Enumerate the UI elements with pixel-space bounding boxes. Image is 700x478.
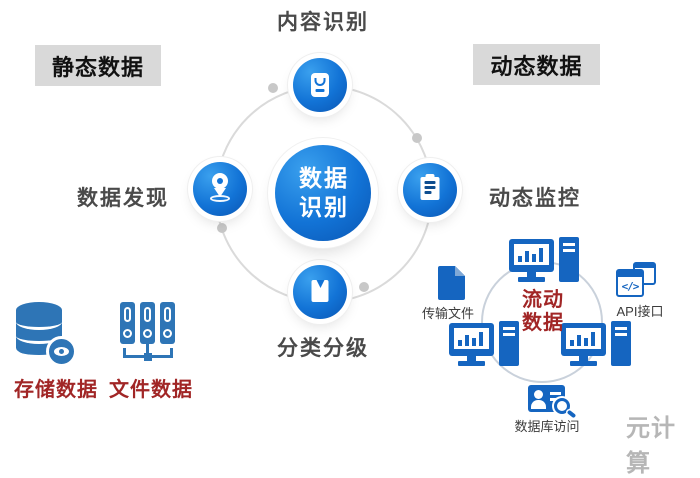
static-data-banner: 静态数据 (35, 45, 161, 86)
node-classification (293, 265, 347, 319)
db-access-label: 数据库访问 (514, 419, 580, 434)
data-discovery-label: 数据发现 (77, 187, 169, 210)
ring-dot-nw (268, 83, 278, 93)
api-label: API接口 (616, 304, 664, 319)
database-eye-icon (16, 302, 78, 368)
ring-dot-se (359, 282, 369, 292)
eye-badge-icon (46, 336, 77, 367)
node-data-discovery (193, 162, 247, 216)
ring-dot-sw (217, 223, 227, 233)
person-search-icon (528, 385, 577, 419)
storage-data-label: 存储数据 (14, 379, 98, 401)
hub-center-line2: 识别 (299, 194, 349, 220)
dynamic-monitoring-label: 动态监控 (489, 187, 581, 210)
code-window-icon: </> (616, 262, 660, 297)
bookmark-icon (293, 265, 347, 319)
node-content-recognition (293, 58, 347, 112)
document-icon (438, 266, 465, 300)
file-binders-icon (120, 302, 176, 368)
code-glyph: </> (621, 279, 640, 293)
ring-dot-ne (412, 133, 422, 143)
diagram-canvas: { "colors": { "node_blue_light": "#3aa0e… (14, 11, 675, 477)
clipboard-icon (403, 163, 457, 217)
classification-label: 分类分级 (277, 337, 369, 360)
flow-data-label: 流动 数据 (508, 289, 578, 335)
flow-data-line1: 流动 (522, 289, 564, 311)
transfer-file-label: 传输文件 (421, 306, 474, 321)
hub-center-node: 数据 识别 (275, 145, 371, 241)
watermark: 元计算 (626, 415, 676, 477)
dynamic-data-banner: 动态数据 (473, 44, 600, 85)
file-data-label: 文件数据 (109, 379, 193, 401)
node-dynamic-monitoring (403, 163, 457, 217)
computer-icon-left (449, 321, 521, 368)
location-pin-icon (193, 162, 247, 216)
scanner-icon (293, 58, 347, 112)
computer-icon-right (561, 321, 633, 368)
content-recognition-label: 内容识别 (277, 11, 369, 34)
flow-data-line2: 数据 (522, 312, 564, 334)
hub-center-line1: 数据 (299, 165, 349, 191)
computer-icon-top (509, 237, 581, 284)
